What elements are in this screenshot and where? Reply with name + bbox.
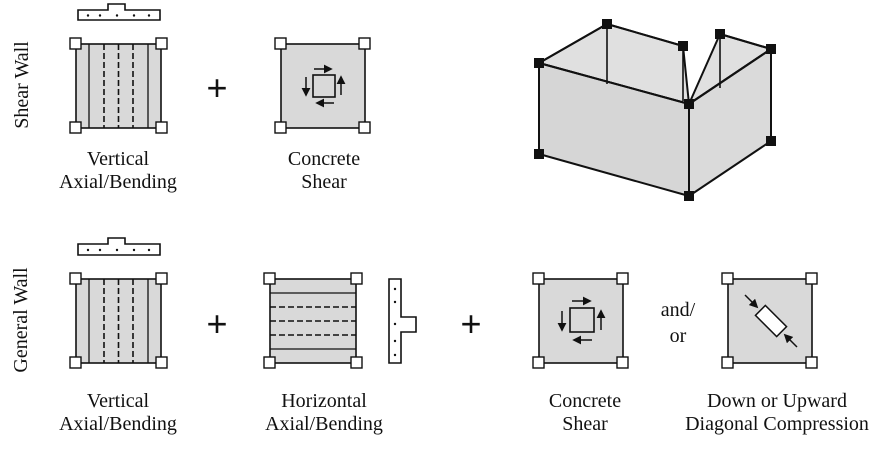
gw-horizontal-panel <box>263 272 363 369</box>
gw-concrete-panel <box>532 272 629 369</box>
core-wall-nodes <box>534 19 776 201</box>
and-or-label: and/ or <box>660 299 696 347</box>
core-wall-3d <box>538 23 772 197</box>
row-label-general-wall: General Wall <box>10 267 32 373</box>
gw-vertical-section <box>77 237 161 256</box>
sw-vertical-section <box>77 3 161 21</box>
sw-concrete-panel <box>274 37 371 134</box>
plus-sign-2: + <box>206 303 227 344</box>
gw-diagonal-panel <box>721 272 818 369</box>
gw-vertical-panel <box>69 272 168 369</box>
row-label-shear-wall: Shear Wall <box>11 41 33 129</box>
gw-horizontal-section <box>388 278 417 364</box>
sw-vertical-panel <box>69 37 168 134</box>
plus-sign-1: + <box>206 67 227 108</box>
plus-sign-3: + <box>460 303 481 344</box>
